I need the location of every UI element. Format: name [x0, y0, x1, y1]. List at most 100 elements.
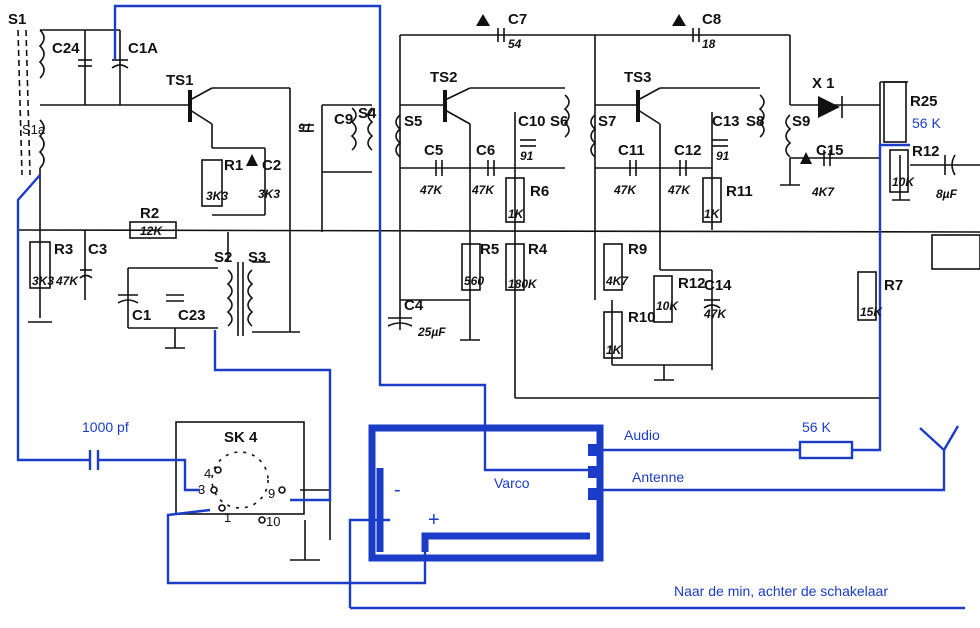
label-r5: R5 [480, 241, 499, 258]
pin-4: 4 [204, 466, 211, 481]
label-c5: C5 [424, 142, 443, 159]
r7-resistor [857, 271, 877, 321]
label-r2: R2 [140, 205, 159, 222]
label-plus: + [428, 509, 440, 531]
label-r3: R3 [54, 241, 73, 258]
label-sk4: SK 4 [224, 429, 258, 446]
r9-resistor [603, 311, 623, 359]
label-s7: S7 [598, 113, 616, 130]
r25-potentiometer [883, 81, 907, 143]
value-c6: 47K [471, 183, 495, 197]
label-c4: C4 [404, 297, 424, 314]
label-c2: C2 [262, 157, 281, 174]
value-c7: 54 [508, 37, 522, 51]
label-r4: R4 [528, 241, 548, 258]
label-c24: C24 [52, 40, 80, 57]
value-c-extra: 8µF [936, 187, 958, 201]
label-c23: C23 [178, 307, 206, 324]
value-c10: 91 [520, 149, 534, 163]
blue-labels: 1000 pf 56 K 56 K Audio Antenne Varco - … [82, 115, 941, 599]
label-r25: R25 [910, 93, 938, 110]
value-r3: 3K3 [32, 274, 54, 288]
r6-resistor [505, 177, 525, 223]
value-r11: 1K [704, 207, 721, 221]
label-s1a: S1a [22, 122, 46, 137]
label-x1: X 1 [812, 75, 835, 92]
schematic-wiring [17, 29, 980, 399]
label-antenne: Antenne [632, 469, 684, 485]
value-c14: 47K [703, 307, 727, 321]
value-r4: 180K [508, 277, 538, 291]
label-s9: S9 [792, 113, 810, 130]
pin-1: 1 [224, 510, 231, 525]
label-c10: C10 [518, 113, 546, 130]
value-c8: 18 [702, 37, 716, 51]
label-c3: C3 [88, 241, 107, 258]
label-1000pf: 1000 pf [82, 419, 129, 435]
r10-resistor [653, 275, 673, 323]
pin-9: 9 [268, 486, 275, 501]
sk4-switch [175, 421, 331, 561]
r4-resistor [505, 243, 525, 291]
label-varco: Varco [494, 475, 530, 491]
label-s4: S4 [358, 105, 377, 122]
pin-3: 3 [198, 482, 205, 497]
value-c9: 91 [298, 121, 312, 135]
label-c11: C11 [618, 142, 645, 159]
r3-resistor [29, 241, 51, 289]
x1-diode [818, 96, 840, 118]
value-r2: 12K [140, 224, 163, 238]
label-audio: Audio [624, 427, 660, 443]
r8-resistor [603, 243, 623, 291]
label-r25-value: 56 K [912, 115, 941, 131]
label-s5: S5 [404, 113, 422, 130]
label-r10: R12 [678, 275, 706, 292]
label-s6: S6 [550, 113, 568, 130]
label-s1: S1 [8, 11, 26, 28]
value-r9: 1K [606, 343, 623, 357]
label-r11: R11 [726, 183, 753, 200]
value-r12: 10K [892, 175, 915, 189]
varco-module [368, 424, 604, 562]
label-c6: C6 [476, 142, 495, 159]
label-c8: C8 [702, 11, 721, 28]
value-r6: 1K [508, 207, 525, 221]
schematic-parts [29, 14, 980, 359]
value-c15: 4K7 [811, 185, 835, 199]
label-r9: R10 [628, 309, 656, 326]
r2-resistor [129, 221, 177, 239]
pin-10: 10 [266, 514, 280, 529]
value-r5: 560 [464, 274, 484, 288]
label-c14: C14 [704, 277, 732, 294]
blue-modification-wiring [16, 4, 965, 610]
value-r8: 4K7 [605, 274, 629, 288]
label-ts3: TS3 [624, 69, 652, 86]
label-s3: S3 [248, 249, 266, 266]
label-note: Naar de min, achter de schakelaar [674, 583, 888, 599]
label-c15: C15 [816, 142, 844, 159]
series-resistor-56k [798, 440, 854, 460]
r11-resistor [702, 177, 722, 223]
value-c3: 47K [55, 274, 79, 288]
value-r1: 3K3 [206, 189, 228, 203]
label-ts1: TS1 [166, 72, 194, 89]
schematic-labels: S1 S1a C24 C1A TS1 R1 C2 3K3 3K3 R2 12K … [8, 11, 958, 529]
label-c12: C12 [674, 142, 702, 159]
label-56k: 56 K [802, 419, 831, 435]
value-r10: 10K [656, 299, 679, 313]
label-minus: - [394, 479, 401, 501]
label-c1: C1 [132, 307, 151, 324]
value-c4: 25µF [417, 325, 446, 339]
value-c11: 47K [613, 183, 637, 197]
label-ts2: TS2 [430, 69, 458, 86]
label-c1a: C1A [128, 40, 158, 57]
value-c2: 3K3 [258, 187, 280, 201]
label-r6: R6 [530, 183, 549, 200]
value-c13: 91 [716, 149, 730, 163]
label-c9: C9 [334, 111, 353, 128]
value-c5: 47K [419, 183, 443, 197]
r12-resistor [889, 149, 909, 193]
r1-resistor [201, 159, 223, 207]
